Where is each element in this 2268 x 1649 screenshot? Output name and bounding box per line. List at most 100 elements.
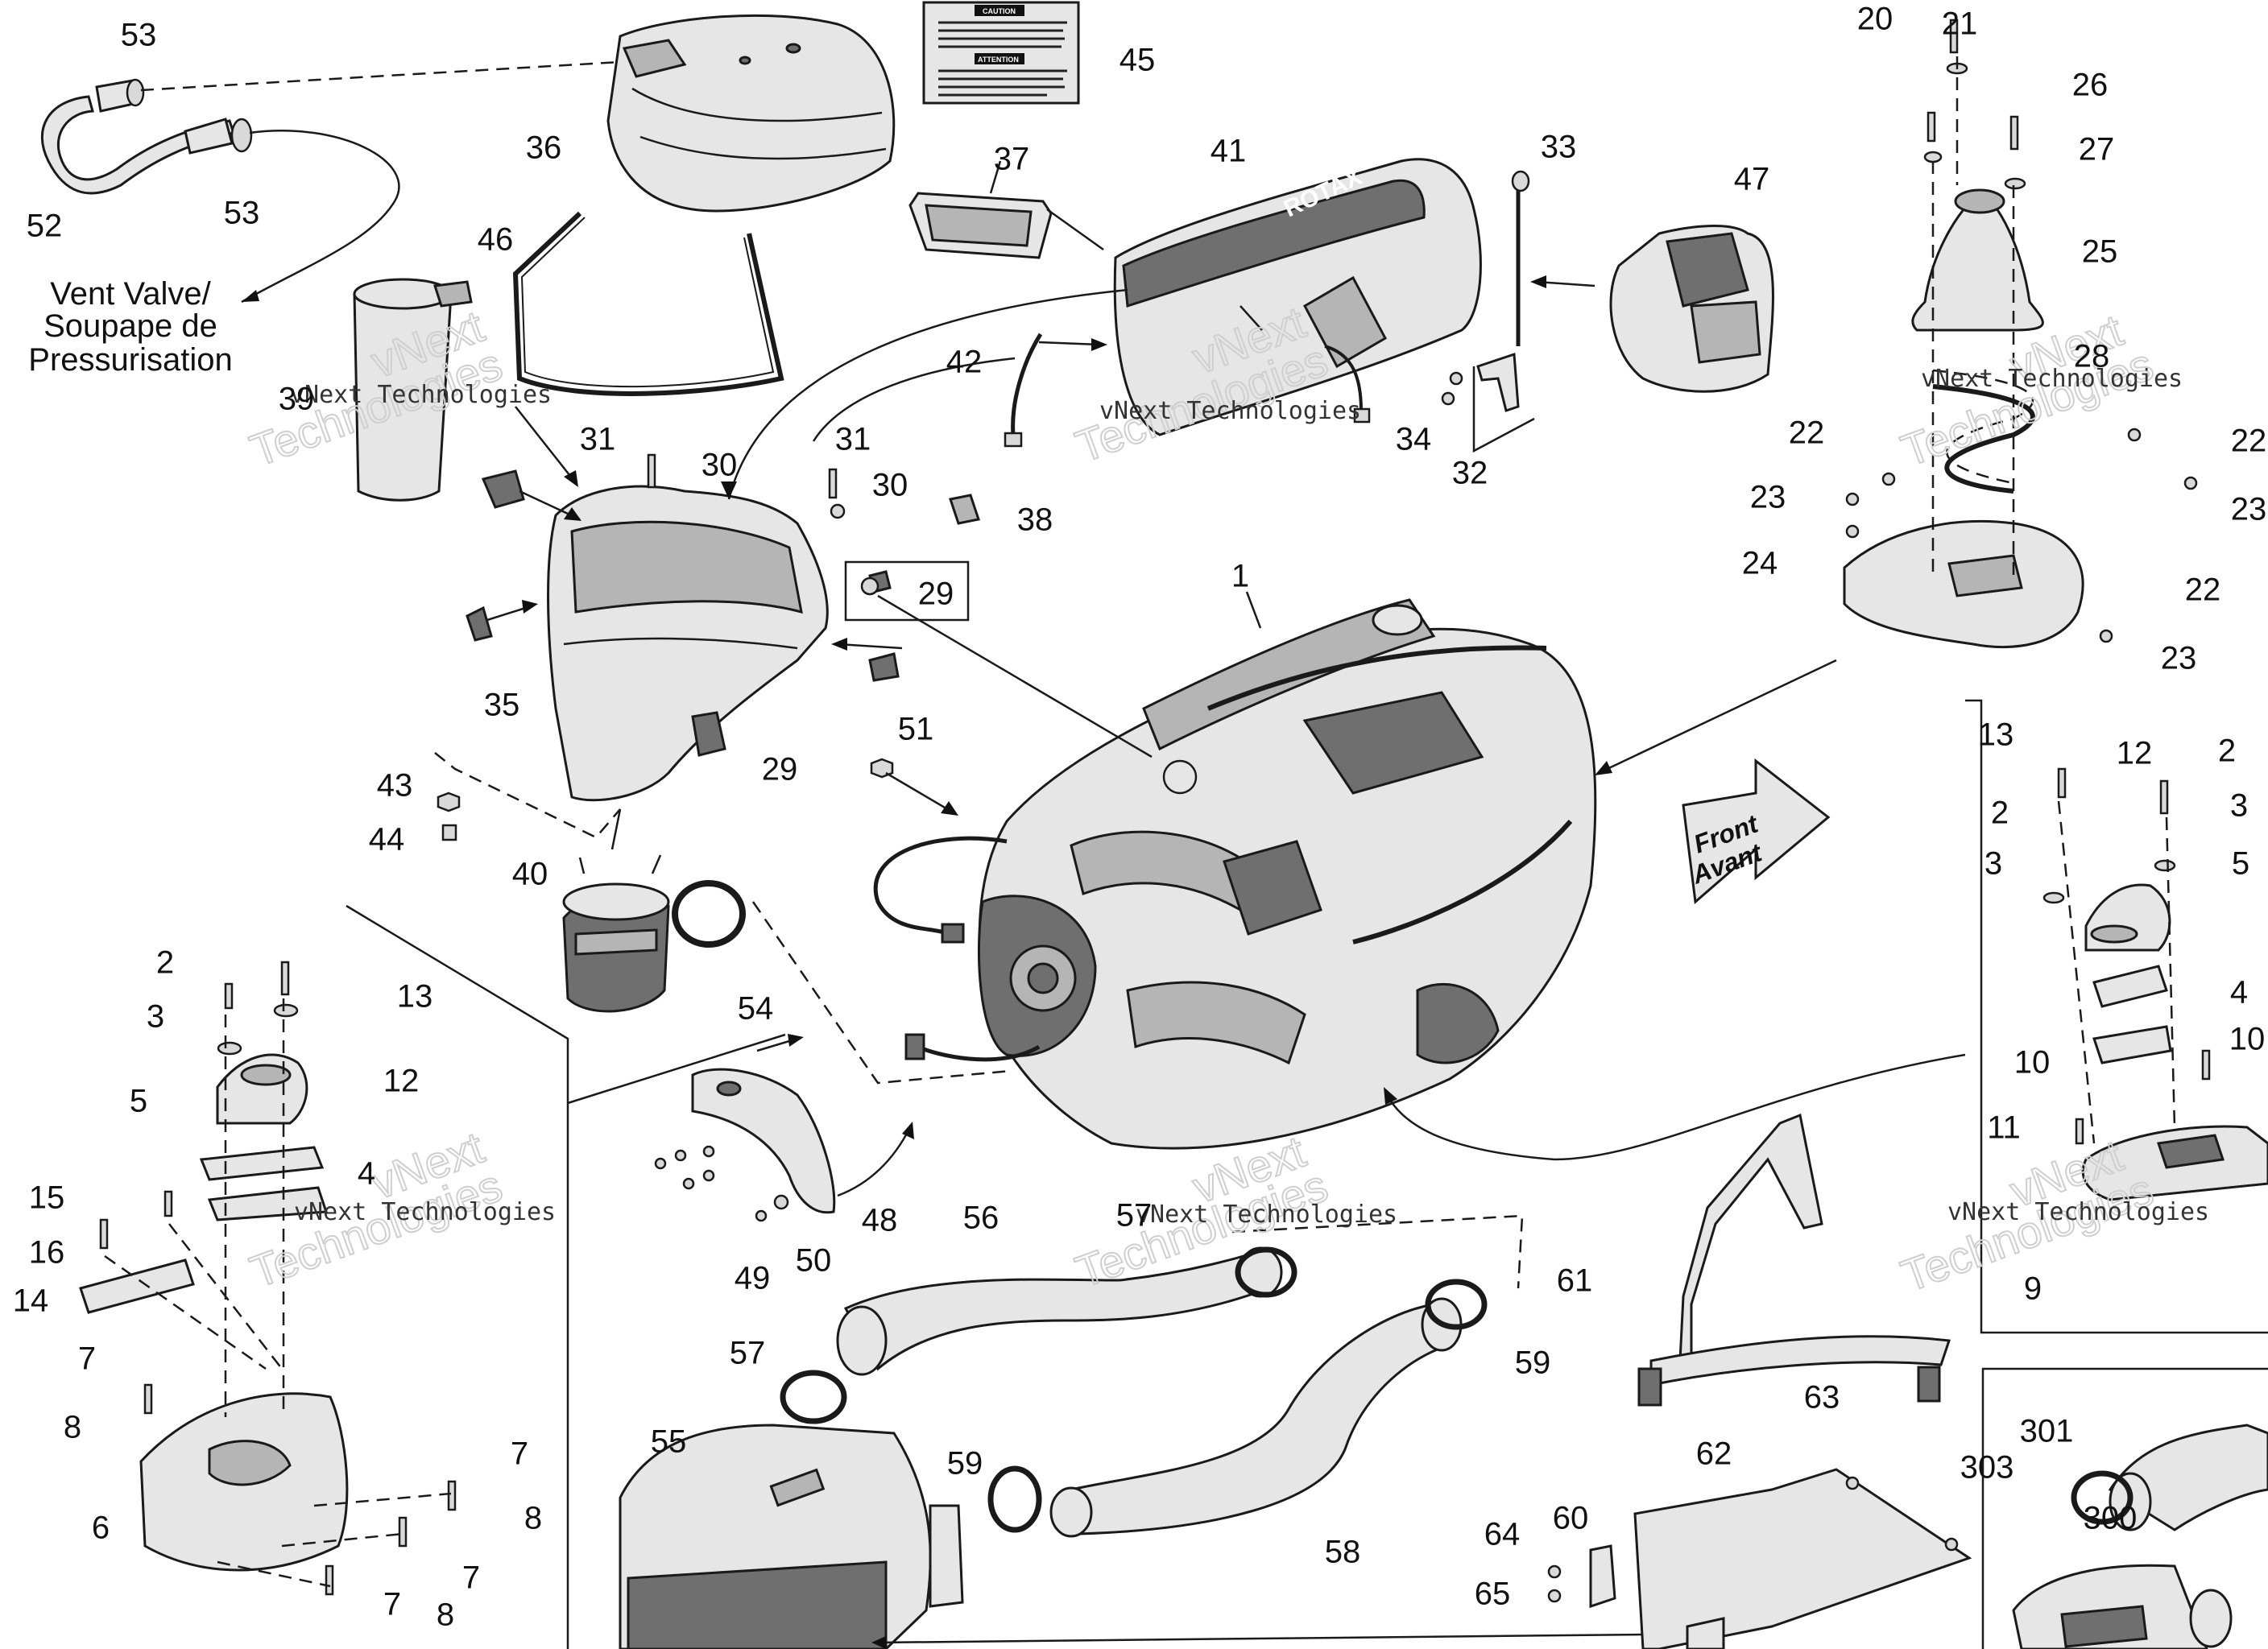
- vent-note-line: Vent Valve/: [50, 276, 211, 312]
- watermark-brand: vNext Technologies: [294, 1198, 556, 1226]
- callout-number: 42: [946, 345, 983, 380]
- callout-number: 40: [512, 857, 548, 892]
- front-arrow: Front Avant: [1682, 758, 1831, 904]
- callout-number: 36: [526, 130, 562, 166]
- callout-number: 45: [1120, 43, 1156, 78]
- callout-number: 32: [1452, 456, 1488, 491]
- callout-number: 10: [2229, 1022, 2266, 1057]
- callout-number: 54: [738, 991, 774, 1027]
- callout-number: 22: [2231, 424, 2267, 459]
- callout-number: 63: [1804, 1380, 1840, 1415]
- callout-number: 41: [1211, 134, 1247, 169]
- callout-number: 11: [1987, 1110, 2021, 1146]
- section-frames: [346, 699, 2268, 1649]
- gasket: [908, 160, 1104, 259]
- wire-harness: [1004, 333, 1371, 448]
- callout-number: 44: [369, 822, 405, 858]
- callout-number: 22: [2185, 572, 2221, 608]
- callout-number: 59: [1515, 1345, 1551, 1381]
- intercooler: [619, 1424, 964, 1649]
- vent-note-line: Soupape de: [43, 308, 217, 344]
- callout-number: 4: [2230, 975, 2248, 1010]
- callout-number: 31: [835, 422, 871, 457]
- callout-number: 23: [2161, 641, 2197, 676]
- callout-number: 8: [524, 1501, 542, 1536]
- intake-tube: [353, 278, 473, 502]
- callout-number: 34: [1396, 422, 1432, 457]
- callout-number: 7: [78, 1341, 96, 1377]
- shield-plate: [1547, 1468, 1972, 1649]
- intercooler-hoses: [780, 1246, 1488, 1538]
- callout-number: 10: [2014, 1045, 2051, 1081]
- callout-number: 38: [1017, 502, 1053, 538]
- callout-number: 62: [1696, 1436, 1732, 1472]
- callout-number: 4: [358, 1156, 375, 1192]
- callout-number: 2: [2218, 734, 2236, 769]
- sensor-wire: [873, 836, 1041, 1062]
- callout-number: 46: [478, 222, 514, 258]
- callout-number: 6: [92, 1511, 110, 1546]
- assembly-arrows: [434, 275, 1966, 1649]
- mounting-straps: [1637, 1113, 1951, 1407]
- callout-number: 24: [1742, 546, 1778, 581]
- callout-number: 33: [1541, 130, 1577, 165]
- engine-block: [977, 591, 1597, 1150]
- callout-number: 30: [872, 468, 908, 503]
- callout-number: 15: [29, 1180, 65, 1216]
- callout-number: 48: [862, 1203, 898, 1238]
- callout-number: 12: [2117, 736, 2153, 771]
- callout-number: 8: [437, 1597, 454, 1633]
- callout-number: 2: [156, 945, 174, 981]
- callout-number: 20: [1857, 2, 1893, 37]
- attention-title: ATTENTION: [978, 56, 1019, 64]
- callout-number: 5: [130, 1084, 147, 1119]
- callout-number: 25: [2082, 234, 2118, 270]
- airbox-cover: [606, 14, 896, 213]
- vent-note-line: Pressurisation: [28, 342, 232, 378]
- watermark-brand: vNext Technologies: [1921, 365, 2183, 393]
- watermark-brand: vNext Technologies: [1099, 397, 1361, 425]
- callout-number: 21: [1942, 6, 1978, 42]
- callout-number: 303: [1960, 1450, 2014, 1486]
- caution-title: CAUTION: [983, 7, 1016, 15]
- callout-number: 3: [2230, 788, 2248, 824]
- side-cover: [1609, 225, 1774, 393]
- callout-number: 301: [2020, 1414, 2074, 1449]
- callout-number: 23: [2231, 492, 2267, 527]
- callout-number: 53: [224, 196, 260, 231]
- callout-number: 31: [580, 422, 616, 457]
- callout-number: 61: [1557, 1263, 1593, 1299]
- watermark-brand: vNext Technologies: [1136, 1201, 1397, 1229]
- vent-hose-assembly: [40, 60, 621, 304]
- callout-number: 7: [383, 1587, 401, 1622]
- vent-valve-note: Vent Valve/ Soupape de Pressurisation: [28, 276, 232, 378]
- callout-number: 7: [462, 1560, 480, 1596]
- callout-number: 43: [377, 768, 413, 804]
- dipstick-bracket: [1441, 170, 1535, 453]
- right-top-mount: [1843, 19, 2198, 649]
- callout-number: 1: [1231, 559, 1249, 594]
- callout-number: 58: [1325, 1535, 1361, 1570]
- callout-number: 50: [796, 1243, 832, 1279]
- caution-label: CAUTION ATTENTION: [922, 1, 1080, 105]
- intake-coupler: [562, 854, 746, 1013]
- callout-number: 9: [2024, 1271, 2042, 1307]
- callout-number: 26: [2072, 68, 2109, 103]
- watermark-brand: vNext Technologies: [1947, 1198, 2209, 1226]
- callout-number: 23: [1750, 480, 1786, 515]
- callout-number: 8: [64, 1410, 81, 1445]
- callout-number: 30: [702, 448, 738, 483]
- callout-number: 2: [1991, 796, 2009, 831]
- callout-number: 27: [2079, 132, 2115, 167]
- callout-number: 55: [651, 1424, 687, 1460]
- watermark-brand: vNext Technologies: [290, 381, 552, 409]
- callout-number: 22: [1789, 415, 1825, 451]
- callout-number: 57: [730, 1336, 766, 1371]
- callout-number: 39: [279, 382, 315, 417]
- callout-number: 12: [383, 1064, 420, 1099]
- callout-number: 49: [735, 1261, 771, 1296]
- support-bracket: [654, 1068, 836, 1222]
- callout-number: 13: [1978, 717, 2014, 753]
